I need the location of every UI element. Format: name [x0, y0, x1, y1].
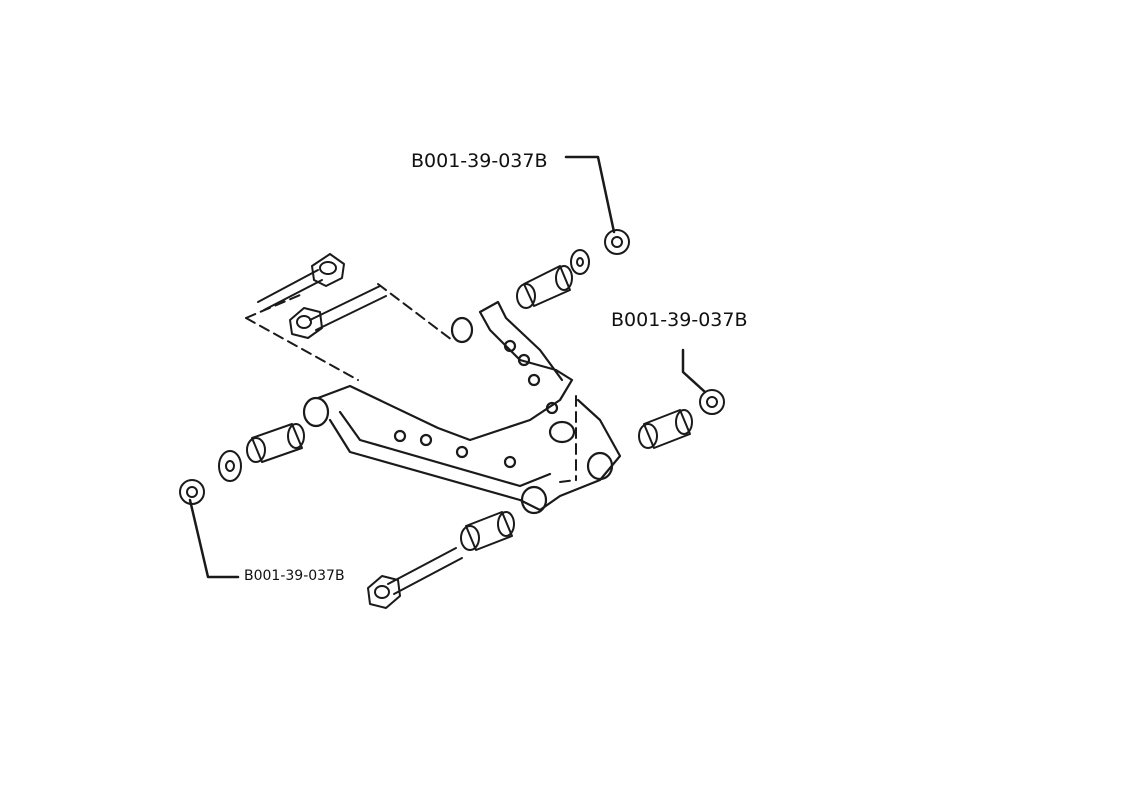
part-callout-right: B001-39-037B: [611, 309, 748, 331]
leader-line-top: [564, 155, 616, 234]
washer-top: [570, 249, 590, 275]
washer-left: [218, 450, 242, 482]
dashed-guides: [245, 283, 577, 483]
part-callout-left: B001-39-037B: [244, 568, 345, 584]
bolt-bottom: [367, 547, 463, 609]
part-callout-top: B001-39-037B: [411, 150, 548, 172]
nut-right: [699, 389, 725, 415]
leader-lines: [188, 155, 707, 579]
bushing-bottom: [460, 511, 515, 551]
leader-line-left: [188, 498, 240, 579]
lower-control-arm: [302, 300, 622, 515]
leader-line-right: [681, 348, 707, 394]
bolt-lower: [289, 285, 387, 339]
bushing-right: [638, 409, 693, 449]
bushing-top: [516, 265, 573, 309]
nut-top: [604, 229, 630, 255]
bushing-left: [246, 423, 305, 463]
nut-left: [179, 479, 205, 505]
bolt-upper: [257, 253, 345, 311]
